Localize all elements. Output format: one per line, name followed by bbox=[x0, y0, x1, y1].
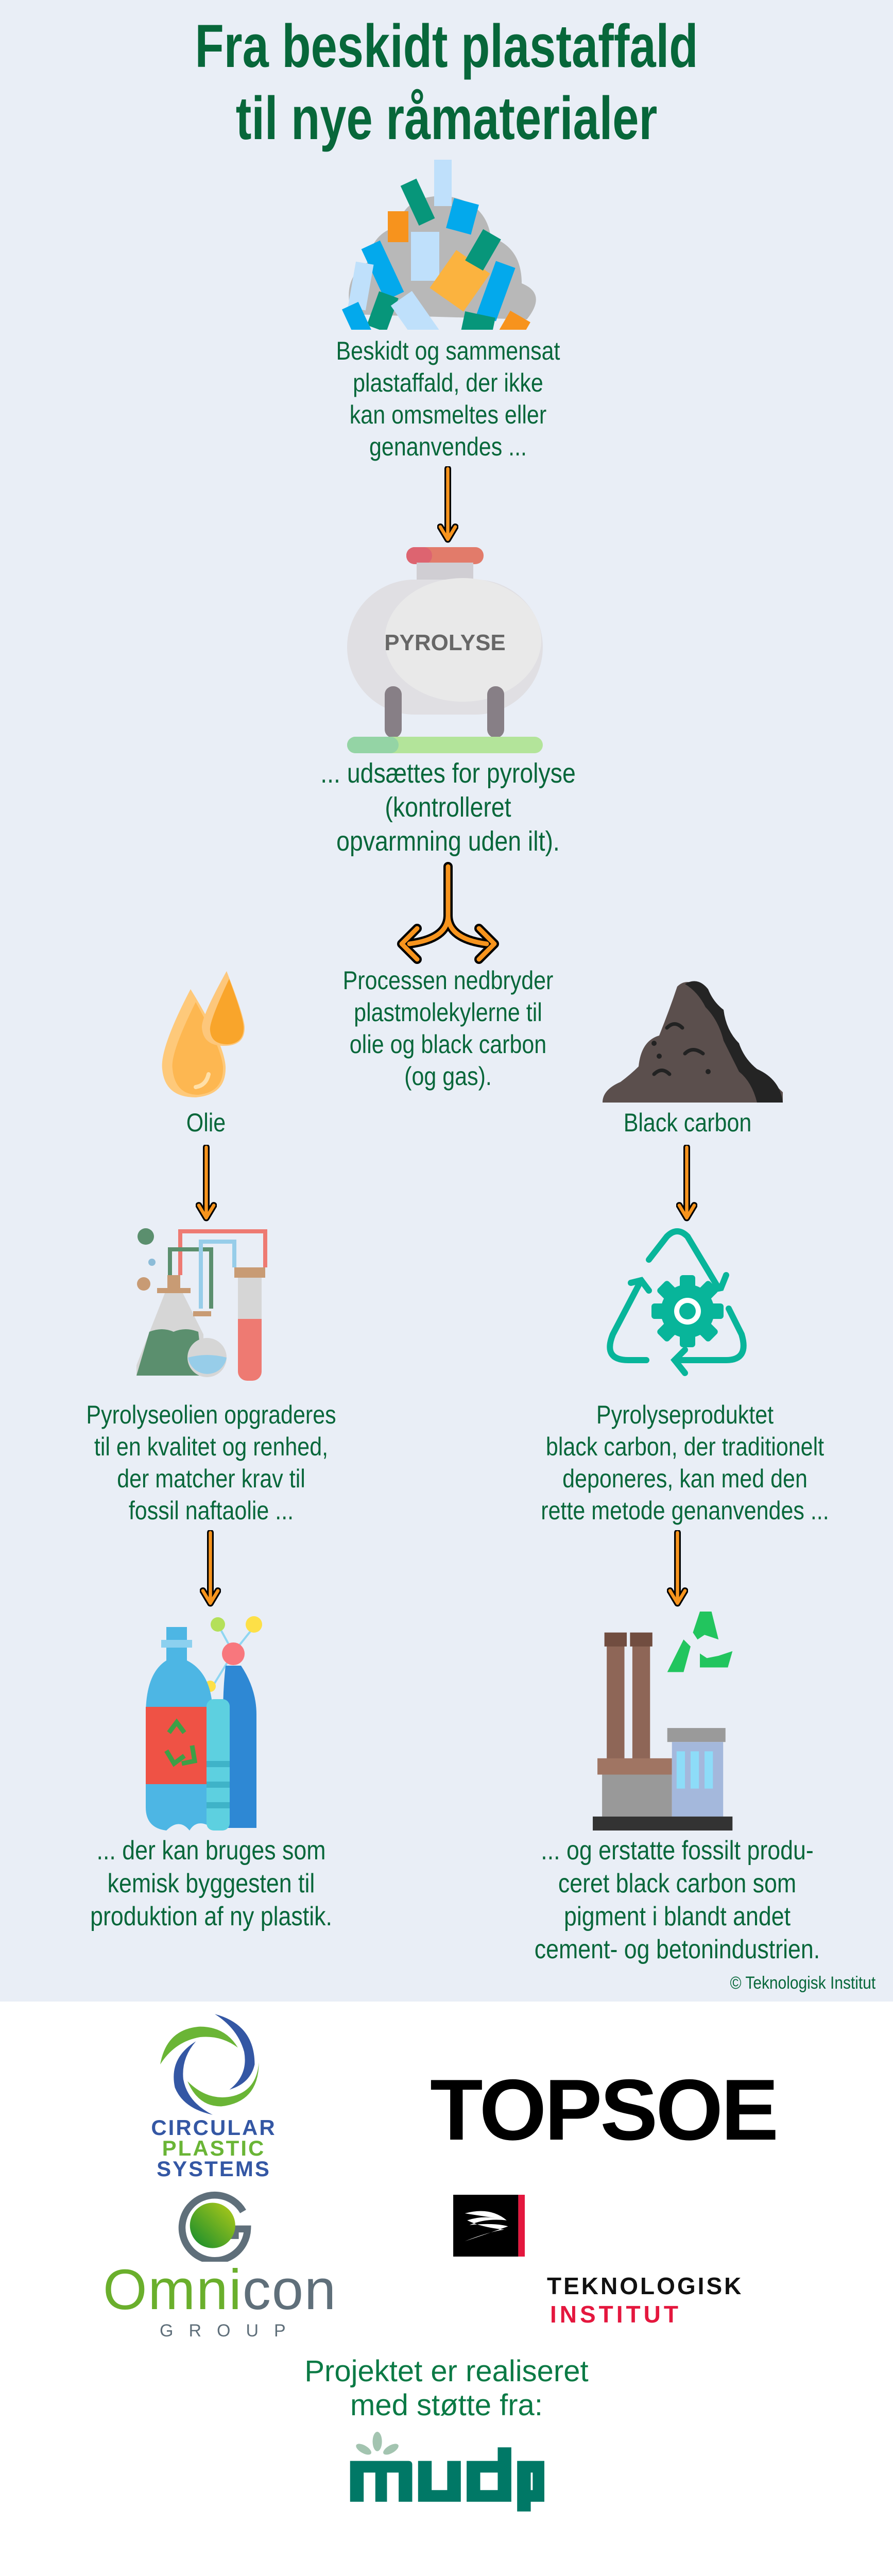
text-line: pigment i blandt andet bbox=[563, 1902, 791, 1931]
text-line: Beskidt og sammensat bbox=[336, 336, 560, 365]
text-line: fossil naftaolie ... bbox=[128, 1496, 294, 1525]
plastic-waste-pile-icon bbox=[341, 160, 536, 330]
logo-text: CIRCULAR bbox=[151, 2115, 277, 2140]
split-description: Processen nedbryder plastmolekylerne til… bbox=[315, 964, 581, 1092]
pyrolysis-tank-icon: PYROLYSE bbox=[347, 547, 543, 753]
text-line: kan omsmeltes eller bbox=[349, 400, 547, 429]
page-title: Fra beskidt plastaffald til nye råmateri… bbox=[98, 10, 795, 155]
arrow-down-icon bbox=[200, 1530, 221, 1607]
logo-text: SYSTEMS bbox=[157, 2157, 271, 2181]
arrow-down-icon bbox=[676, 1145, 697, 1222]
mudp-logo bbox=[350, 2432, 544, 2512]
text-line: ... og erstatte fossilt produ- bbox=[541, 1836, 814, 1866]
omnicon-wordmark: Omnicon bbox=[103, 2262, 337, 2318]
text-line: der matcher krav til bbox=[117, 1464, 305, 1493]
text-line: Projektet er realiseret bbox=[304, 2354, 589, 2388]
carbon-result-description: ... og erstatte fossilt produ- ceret bla… bbox=[522, 1834, 832, 1966]
infographic-background bbox=[0, 0, 893, 2002]
text-line: ... udsættes for pyrolyse bbox=[320, 758, 576, 789]
text-line: deponeres, kan med den bbox=[562, 1464, 808, 1493]
text-line: rette metode genanvendes ... bbox=[541, 1496, 829, 1525]
institut-text: INSTITUT bbox=[550, 2301, 681, 2328]
arrow-down-icon bbox=[437, 466, 458, 543]
text-line: (kontrolleret bbox=[385, 792, 511, 823]
text-line: produktion af ny plastik. bbox=[90, 1902, 332, 1931]
laboratory-flasks-icon bbox=[136, 1228, 267, 1381]
logo-text: Omni bbox=[103, 2258, 243, 2321]
logo-text: PLASTIC bbox=[162, 2136, 266, 2160]
oil-drops-icon bbox=[162, 971, 245, 1097]
text-line: Pyrolyseproduktet bbox=[596, 1400, 774, 1429]
text-line: opvarmning uden ilt). bbox=[336, 826, 560, 857]
omnicon-logo-mark bbox=[178, 2191, 251, 2262]
text-line: genanvendes ... bbox=[369, 432, 527, 461]
black-carbon-label: Black carbon bbox=[623, 1108, 752, 1137]
text-line: plastaffald, der ikke bbox=[353, 368, 543, 397]
circular-plastic-systems-logo bbox=[160, 2014, 259, 2115]
recycle-gear-icon bbox=[607, 1228, 747, 1376]
oil-result-description: ... der kan bruges som kemisk byggesten … bbox=[78, 1834, 344, 1933]
title-line-2: til nye råmaterialer bbox=[235, 84, 658, 152]
text-line: til en kvalitet og renhed, bbox=[94, 1432, 329, 1461]
text-line: cement- og betonindustrien. bbox=[534, 1935, 820, 1964]
logo-text: con bbox=[242, 2258, 337, 2321]
omnicon-group-text: GROUP bbox=[160, 2321, 301, 2341]
support-statement: Projektet er realiseret med støtte fra: bbox=[0, 2354, 893, 2422]
teknologisk-institut-logo-mark bbox=[453, 2195, 525, 2257]
circular-plastic-systems-wordmark: CIRCULAR PLASTIC SYSTEMS bbox=[139, 2115, 288, 2181]
text-line: black carbon, der traditionelt bbox=[545, 1432, 825, 1461]
copyright: © Teknologisk Institut bbox=[730, 1973, 875, 1993]
arrow-down-icon bbox=[667, 1530, 688, 1607]
topsoe-logo: TOPSOE bbox=[430, 2061, 779, 2158]
text-line: ... der kan bruges som bbox=[96, 1836, 326, 1866]
oil-upgrade-description: Pyrolyseolien opgraderes til en kvalitet… bbox=[78, 1399, 344, 1527]
factory-recycling-icon bbox=[593, 1612, 733, 1831]
text-line: ceret black carbon som bbox=[558, 1869, 797, 1899]
text-line: plastmolekylerne til bbox=[354, 998, 542, 1027]
pyrolysis-description: ... udsættes for pyrolyse (kontrolleret … bbox=[315, 756, 581, 858]
teknologisk-text: TEKNOLOGISK bbox=[547, 2273, 744, 2299]
tank-label: PYROLYSE bbox=[384, 630, 506, 655]
oil-label: Olie bbox=[186, 1108, 226, 1137]
text-line: Processen nedbryder bbox=[342, 966, 554, 995]
arrow-down-icon bbox=[196, 1145, 217, 1222]
plastic-bottles-icon bbox=[146, 1616, 262, 1831]
black-carbon-pile-icon bbox=[603, 981, 783, 1103]
text-line: kemisk byggesten til bbox=[107, 1869, 315, 1899]
text-line: med støtte fra: bbox=[350, 2388, 543, 2422]
waste-description: Beskidt og sammensat plastaffald, der ik… bbox=[315, 335, 581, 463]
split-arrow-icon bbox=[397, 862, 499, 964]
carbon-upgrade-description: Pyrolyseproduktet black carbon, der trad… bbox=[530, 1399, 840, 1527]
text-line: Pyrolyseolien opgraderes bbox=[86, 1400, 336, 1429]
text-line: olie og black carbon bbox=[349, 1030, 547, 1059]
text-line: (og gas). bbox=[404, 1062, 492, 1091]
title-line-1: Fra beskidt plastaffald bbox=[195, 12, 698, 80]
